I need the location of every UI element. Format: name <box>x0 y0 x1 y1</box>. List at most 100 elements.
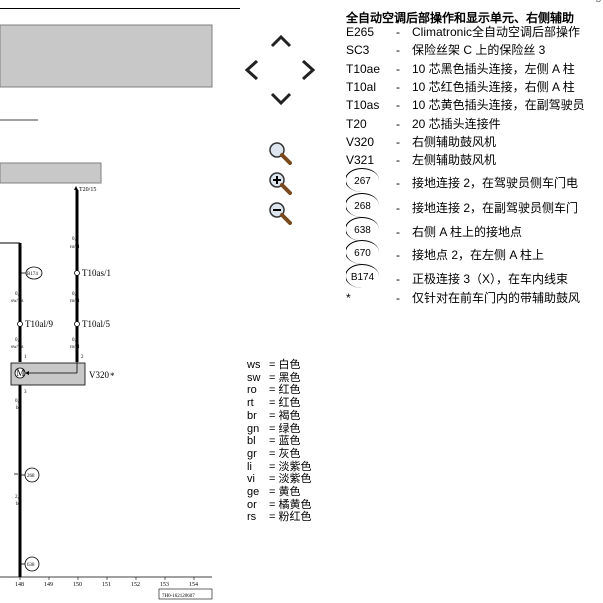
motor-pin-1: 1 <box>24 355 27 360</box>
wire-br-1-color: br <box>16 406 21 411</box>
color-eq: = <box>269 460 276 473</box>
legend-dash: - <box>396 79 400 94</box>
wire-right-2-size: 0,5 <box>72 338 79 343</box>
pin-t10al-5-marker <box>74 321 80 327</box>
color-eq: = <box>269 473 276 486</box>
color-abbr: sw <box>247 371 261 384</box>
color-abbr: gn <box>247 422 260 435</box>
motor-pin-2: 2 <box>81 355 84 360</box>
zoom-out-icon[interactable] <box>268 201 292 225</box>
legend-ground-code: 267 <box>346 168 379 192</box>
ground-268-label: 268 <box>27 474 35 479</box>
legend-dash: - <box>396 248 400 262</box>
color-key-row: ro= 红色 <box>247 384 312 397</box>
axis-tick-label: 151 <box>102 582 111 588</box>
zoom-in-icon[interactable] <box>268 171 292 195</box>
color-key-row: br= 褐色 <box>247 410 312 423</box>
legend-desc: 正极连接 3（X），在车内线束 <box>412 272 569 286</box>
legend-dash: - <box>396 134 400 149</box>
pin-t10as-1-marker <box>74 270 80 276</box>
color-name: 粉红色 <box>278 511 312 524</box>
legend-desc: 保险丝架 C 上的保险丝 3 <box>412 43 546 58</box>
color-name: 褐色 <box>278 409 301 422</box>
legend-code: V321 <box>346 153 375 168</box>
color-key-row: ws = 白色 <box>247 359 312 372</box>
color-abbr: li <box>247 460 252 473</box>
motor-pin-3: 3 <box>24 390 27 395</box>
axis-tick-label: 152 <box>131 582 140 588</box>
color-eq: = <box>269 422 276 435</box>
pan-right-icon[interactable] <box>300 59 316 81</box>
connector-arrow <box>74 186 78 190</box>
color-abbr: or <box>247 498 257 511</box>
legend-dash: - <box>396 176 400 190</box>
legend-ground-code: 268 <box>346 193 379 217</box>
page-corner-mark: D <box>596 0 602 4</box>
legend-ground-code: 638 <box>346 217 379 241</box>
pan-left-icon[interactable] <box>244 59 260 81</box>
color-name: 灰色 <box>278 447 301 460</box>
legend-desc: 接地连接 2，在副驾驶员侧车门 <box>412 201 579 215</box>
legend-ground-code: B174 <box>346 264 379 288</box>
wire-left-2-color: sw/ws <box>11 345 24 350</box>
wire-right-2-color: ro/bl <box>70 345 80 350</box>
color-eq: = <box>269 384 276 397</box>
legend-desc: 右侧辅助鼓风机 <box>412 134 497 149</box>
legend-desc: 左侧辅助鼓风机 <box>412 153 497 168</box>
color-eq: = <box>269 511 276 524</box>
ground-268 <box>24 467 40 483</box>
legend-dash: - <box>396 153 400 168</box>
axis-tick-label: 149 <box>44 582 53 588</box>
legend-desc: Climatronic全自动空调后部操作 <box>412 25 581 39</box>
wire-br-2-color: br <box>16 502 21 507</box>
component-v320-asterisk: * <box>110 371 115 381</box>
legend-desc: 接地连接 2，在驾驶员侧车门电 <box>412 176 579 190</box>
color-eq: = <box>269 359 276 371</box>
motor-link-arrow <box>25 371 29 375</box>
doc-id-box <box>158 588 213 600</box>
ground-638 <box>24 556 40 572</box>
axis-tick-label: 153 <box>160 582 169 588</box>
legend-ground-code: 670 <box>346 240 379 264</box>
color-eq: = <box>269 486 276 499</box>
motor-symbol-label: M <box>17 368 25 378</box>
color-key-row: sw= 黑色 <box>247 372 312 385</box>
component-v320-label: V320 <box>89 370 109 380</box>
color-eq: = <box>269 447 276 460</box>
color-eq: = <box>269 435 276 448</box>
wire-br-1-size: 0,5 <box>15 399 22 404</box>
control-unit-block <box>0 24 213 88</box>
doc-id: 7H0-162120607 <box>162 594 195 599</box>
color-eq: = <box>269 409 276 422</box>
legend-dash: - <box>396 291 400 305</box>
color-abbr: gr <box>247 447 257 460</box>
color-key-row: ge= 黄色 <box>247 486 312 499</box>
color-name: 白色 <box>278 359 301 371</box>
pan-up-icon[interactable] <box>270 34 292 48</box>
color-key-row: gr = 灰色 <box>247 448 312 461</box>
color-abbr: rs <box>247 511 257 524</box>
legend-dash: - <box>396 25 400 39</box>
wire-right-1-color: ro/bl <box>70 299 80 304</box>
color-name: 绿色 <box>278 422 301 435</box>
connector-strip <box>0 162 102 184</box>
wire-left-1-color: sw/ws <box>11 299 24 304</box>
pin-t10al-9-marker <box>17 321 23 327</box>
color-abbr: ws <box>247 359 261 371</box>
legend-dash: - <box>396 43 400 58</box>
component-legend: 全自动空调后部操作和显示单元、右侧辅助 E265-Climatronic全自动空… <box>346 10 603 310</box>
color-name: 红色 <box>278 397 301 410</box>
wire-left-1-size: 0,5 <box>15 292 22 297</box>
legend-code: T10al <box>346 79 377 94</box>
axis-tick-label: 150 <box>73 582 82 588</box>
color-name: 黄色 <box>278 486 301 499</box>
legend-desc: 右侧 A 柱上的接地点 <box>412 225 523 239</box>
color-key-row: li= 淡紫色 <box>247 461 312 474</box>
zoom-fit-icon[interactable] <box>268 141 292 165</box>
axis-tick-label: 148 <box>15 582 24 588</box>
legend-title: 全自动空调后部操作和显示单元、右侧辅助 <box>346 11 575 25</box>
color-abbr: rt <box>247 397 254 410</box>
legend-code: SC3 <box>346 43 370 58</box>
pan-down-icon[interactable] <box>270 92 292 106</box>
